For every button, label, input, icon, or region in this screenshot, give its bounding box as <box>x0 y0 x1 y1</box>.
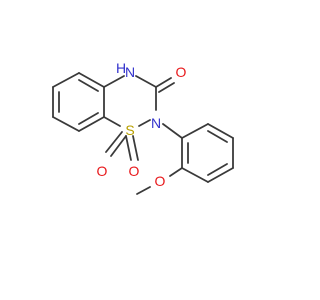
sulfonyl-bond <box>105 131 123 153</box>
carbonyl-bond <box>158 82 175 93</box>
structure-canvas: H N O N S O O O <box>52 60 234 195</box>
atom-label-h: H <box>116 60 126 76</box>
bond <box>78 116 105 132</box>
atom-label-o-carbonyl: O <box>176 64 187 80</box>
bond <box>78 72 105 88</box>
atom-label-s: S <box>125 122 134 138</box>
carbonyl-bond <box>155 77 172 88</box>
bond <box>207 123 234 139</box>
atom-label-o-sulfonyl-2: O <box>129 163 140 179</box>
benzo-ring <box>52 72 105 132</box>
sulfonyl-bond <box>110 135 127 157</box>
sulfonyl-bond <box>125 135 132 161</box>
bond <box>207 167 234 183</box>
double-bond-inner <box>78 79 99 92</box>
bond <box>52 72 80 88</box>
bond <box>135 75 157 88</box>
methoxyphenyl-ring <box>136 123 234 195</box>
bond <box>138 119 151 127</box>
atom-label-o-methoxy: O <box>155 173 166 189</box>
atom-labels: H N O N S O O O <box>97 60 187 189</box>
bond <box>103 116 121 127</box>
bond <box>136 186 151 195</box>
bond <box>181 123 209 139</box>
bond <box>181 167 209 183</box>
atom-label-n2: N <box>151 115 161 131</box>
double-bond-inner <box>78 112 99 125</box>
molecule-drawing: H N O N S O O O <box>52 60 234 195</box>
bond <box>162 123 183 139</box>
double-bond-inner <box>207 130 228 143</box>
double-bond-inner <box>207 163 228 176</box>
bond <box>52 116 80 132</box>
bond <box>103 75 125 88</box>
sulfonyl-bond <box>132 135 139 161</box>
atom-label-o-sulfonyl-1: O <box>97 163 108 179</box>
atom-label-n-amide: N <box>125 64 135 80</box>
bond <box>169 167 183 177</box>
thiadiazine-ring <box>103 75 175 161</box>
